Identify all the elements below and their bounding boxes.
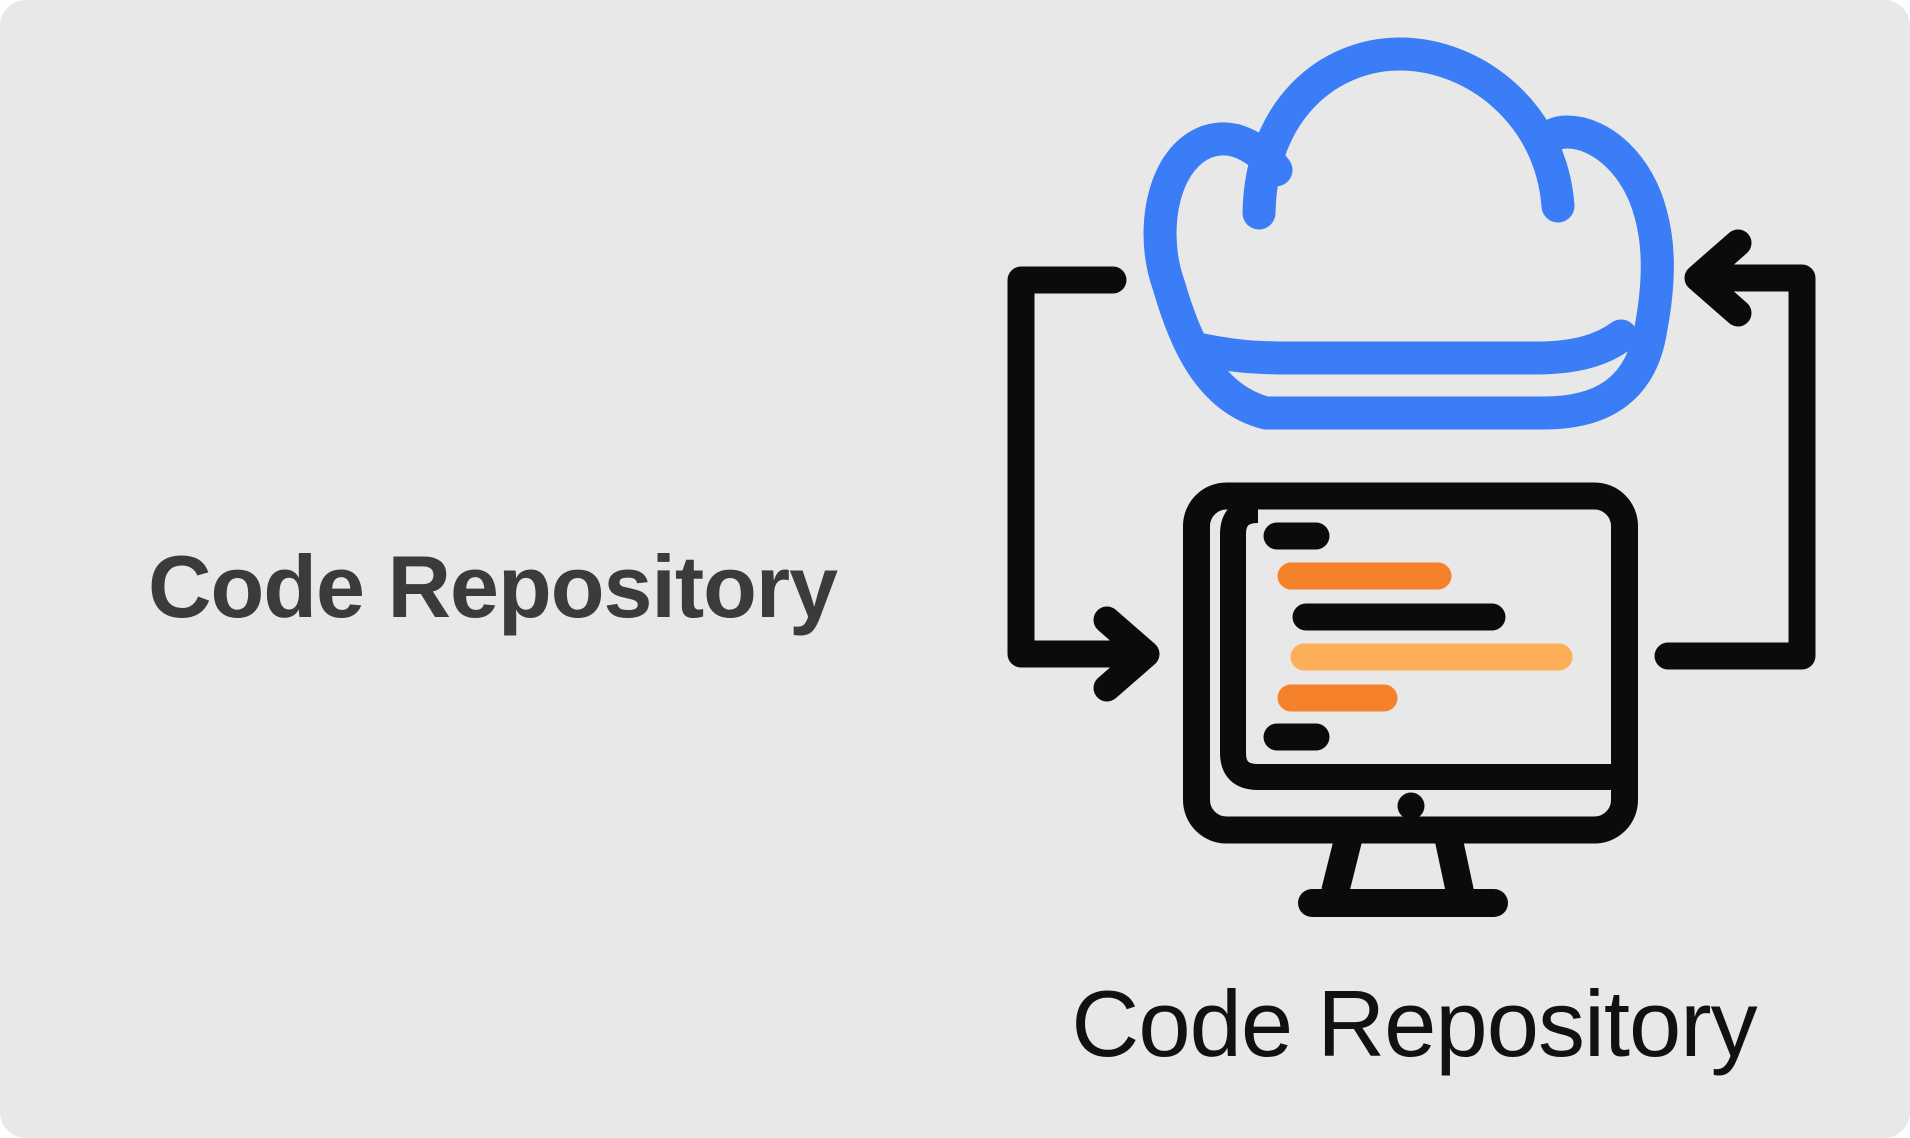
cloud-base-line bbox=[1176, 319, 1638, 375]
arrow-shaft bbox=[1654, 264, 1816, 670]
page-title: Code Repository bbox=[148, 537, 838, 636]
arrow-head-right-icon bbox=[1093, 606, 1160, 702]
monitor-code-icon bbox=[1183, 482, 1638, 917]
monitor-stand-legs bbox=[1321, 832, 1474, 896]
cloud-top-puff bbox=[1242, 37, 1575, 230]
monitor-screen-outline bbox=[1220, 497, 1632, 790]
cloud-body bbox=[1143, 115, 1674, 430]
monitor-camera-dot bbox=[1397, 792, 1425, 820]
arrow-shaft bbox=[1007, 266, 1130, 668]
arrow-cloud-to-monitor-icon bbox=[1007, 266, 1160, 702]
diagram-caption: Code Repository bbox=[1071, 971, 1757, 1076]
arrow-monitor-to-cloud-icon bbox=[1654, 229, 1816, 670]
cloud-sync-illustration bbox=[1007, 37, 1816, 917]
cloud-icon bbox=[1143, 37, 1674, 430]
code-lines bbox=[1263, 522, 1573, 751]
arrow-head-left-icon bbox=[1684, 229, 1752, 327]
monitor-frame bbox=[1183, 482, 1638, 844]
